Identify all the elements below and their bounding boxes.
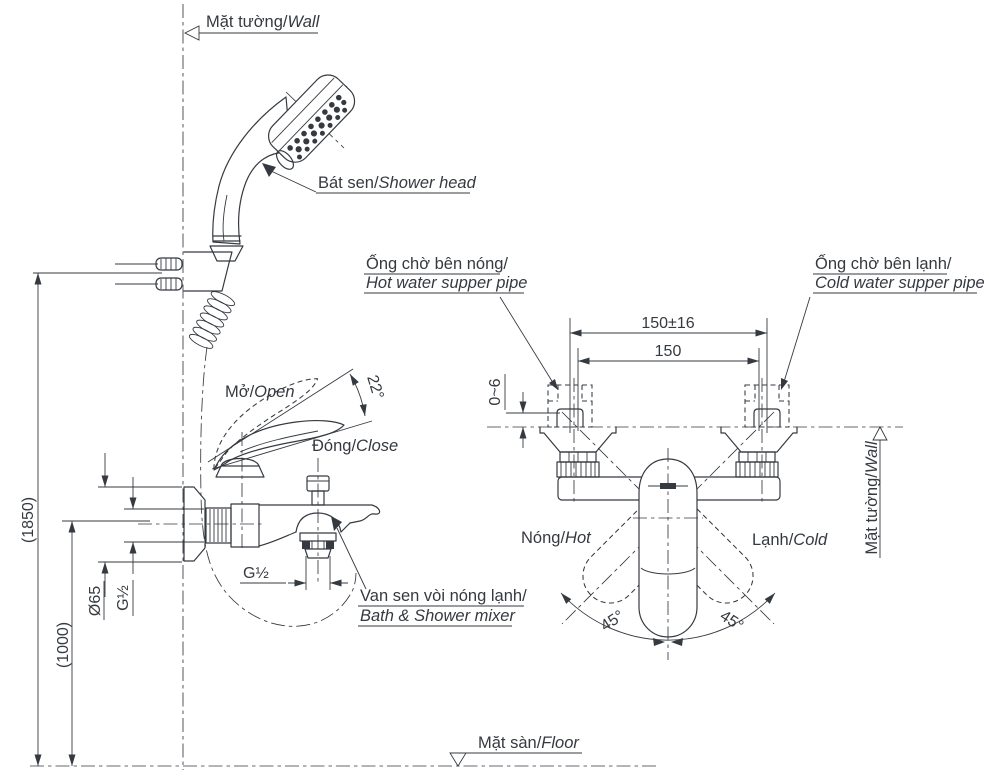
wall-top-text: Mặt tường/Wall [206, 13, 321, 31]
shower-head-label: Bát sen/Shower head [262, 163, 477, 194]
mixer-text-vi: Van sen vòi nóng lạnh/ [360, 587, 527, 605]
floor-text: Mặt sàn/Floor [478, 734, 580, 752]
pipe-pitch-value: 150 [655, 343, 682, 360]
mixer-height-value: (1000) [55, 622, 72, 668]
dimension-outlet-thread: G½ [240, 556, 348, 590]
pipe-pitch-tolerance-value: 150±16 [641, 315, 694, 332]
dimension-pitch: 150 [577, 343, 760, 431]
shower-height-value: (1850) [20, 497, 37, 543]
hot-pipe-label: Ống chờ bên nóng/ Hot water supper pipe [364, 253, 558, 390]
hot-pipe-text-vi: Ống chờ bên nóng/ [366, 253, 508, 273]
shower-bracket [115, 251, 233, 292]
mixer-front-view: 45° 45° [487, 318, 903, 660]
open-angle-value: 22° [363, 373, 386, 401]
shower-head-face [267, 74, 356, 163]
wall-right-text: Mặt tường/Wall [863, 440, 881, 555]
cold-supply-pipe [720, 318, 798, 502]
anchor-screw-top [115, 257, 183, 271]
handle-front [638, 458, 698, 638]
mixer-side-view: 22° [138, 368, 387, 584]
outlet-thread-value: G½ [243, 565, 269, 582]
floor-label: Mặt sàn/Floor [449, 734, 582, 767]
cold-pipe-text-en: Cold water supper pipe [815, 274, 985, 292]
inlet-thread-value: G½ [115, 585, 132, 611]
wall-label-top: Mặt tường/Wall [183, 13, 321, 41]
dimension-inlet-thread: G½ [115, 477, 204, 616]
hose-phantom-line [200, 346, 357, 627]
hot-pipe-text-en: Hot water supper pipe [366, 274, 527, 292]
dimension-protrusion: 0~6 [487, 374, 560, 448]
cold-pipe-label: Ống chờ bên lạnh/ Cold water supper pipe [781, 253, 985, 390]
close-label: Đóng/Close [312, 437, 398, 455]
hand-shower [188, 74, 357, 627]
dimension-pitch-tolerance: 150±16 [570, 315, 767, 337]
hose-coil [188, 291, 236, 349]
swing-right-value: 45° [717, 608, 747, 635]
flange-diameter-value: Ø65 [87, 586, 104, 616]
hot-label: Nóng/Hot [521, 529, 592, 547]
dimension-1850: (1850) [20, 272, 162, 766]
mixer-text-en: Bath & Shower mixer [360, 607, 516, 625]
cold-label: Lạnh/Cold [752, 531, 828, 549]
hot-supply-pipe [539, 318, 617, 502]
mixer-label: Van sen vòi nóng lạnh/ Bath & Shower mix… [331, 516, 527, 627]
swing-left-value: 45° [598, 608, 628, 635]
cold-pipe-text-vi: Ống chờ bên lạnh/ [815, 253, 952, 273]
dimension-1000: (1000) [55, 520, 150, 766]
wall-label-right: Mặt tường/Wall [863, 426, 888, 558]
dimension-flange: Ø65 [87, 453, 182, 620]
anchor-screw-bottom [115, 277, 183, 291]
shower-head-text: Bát sen/Shower head [318, 174, 477, 192]
open-label: Mở/Open [225, 383, 295, 401]
protrusion-value: 0~6 [487, 378, 504, 405]
